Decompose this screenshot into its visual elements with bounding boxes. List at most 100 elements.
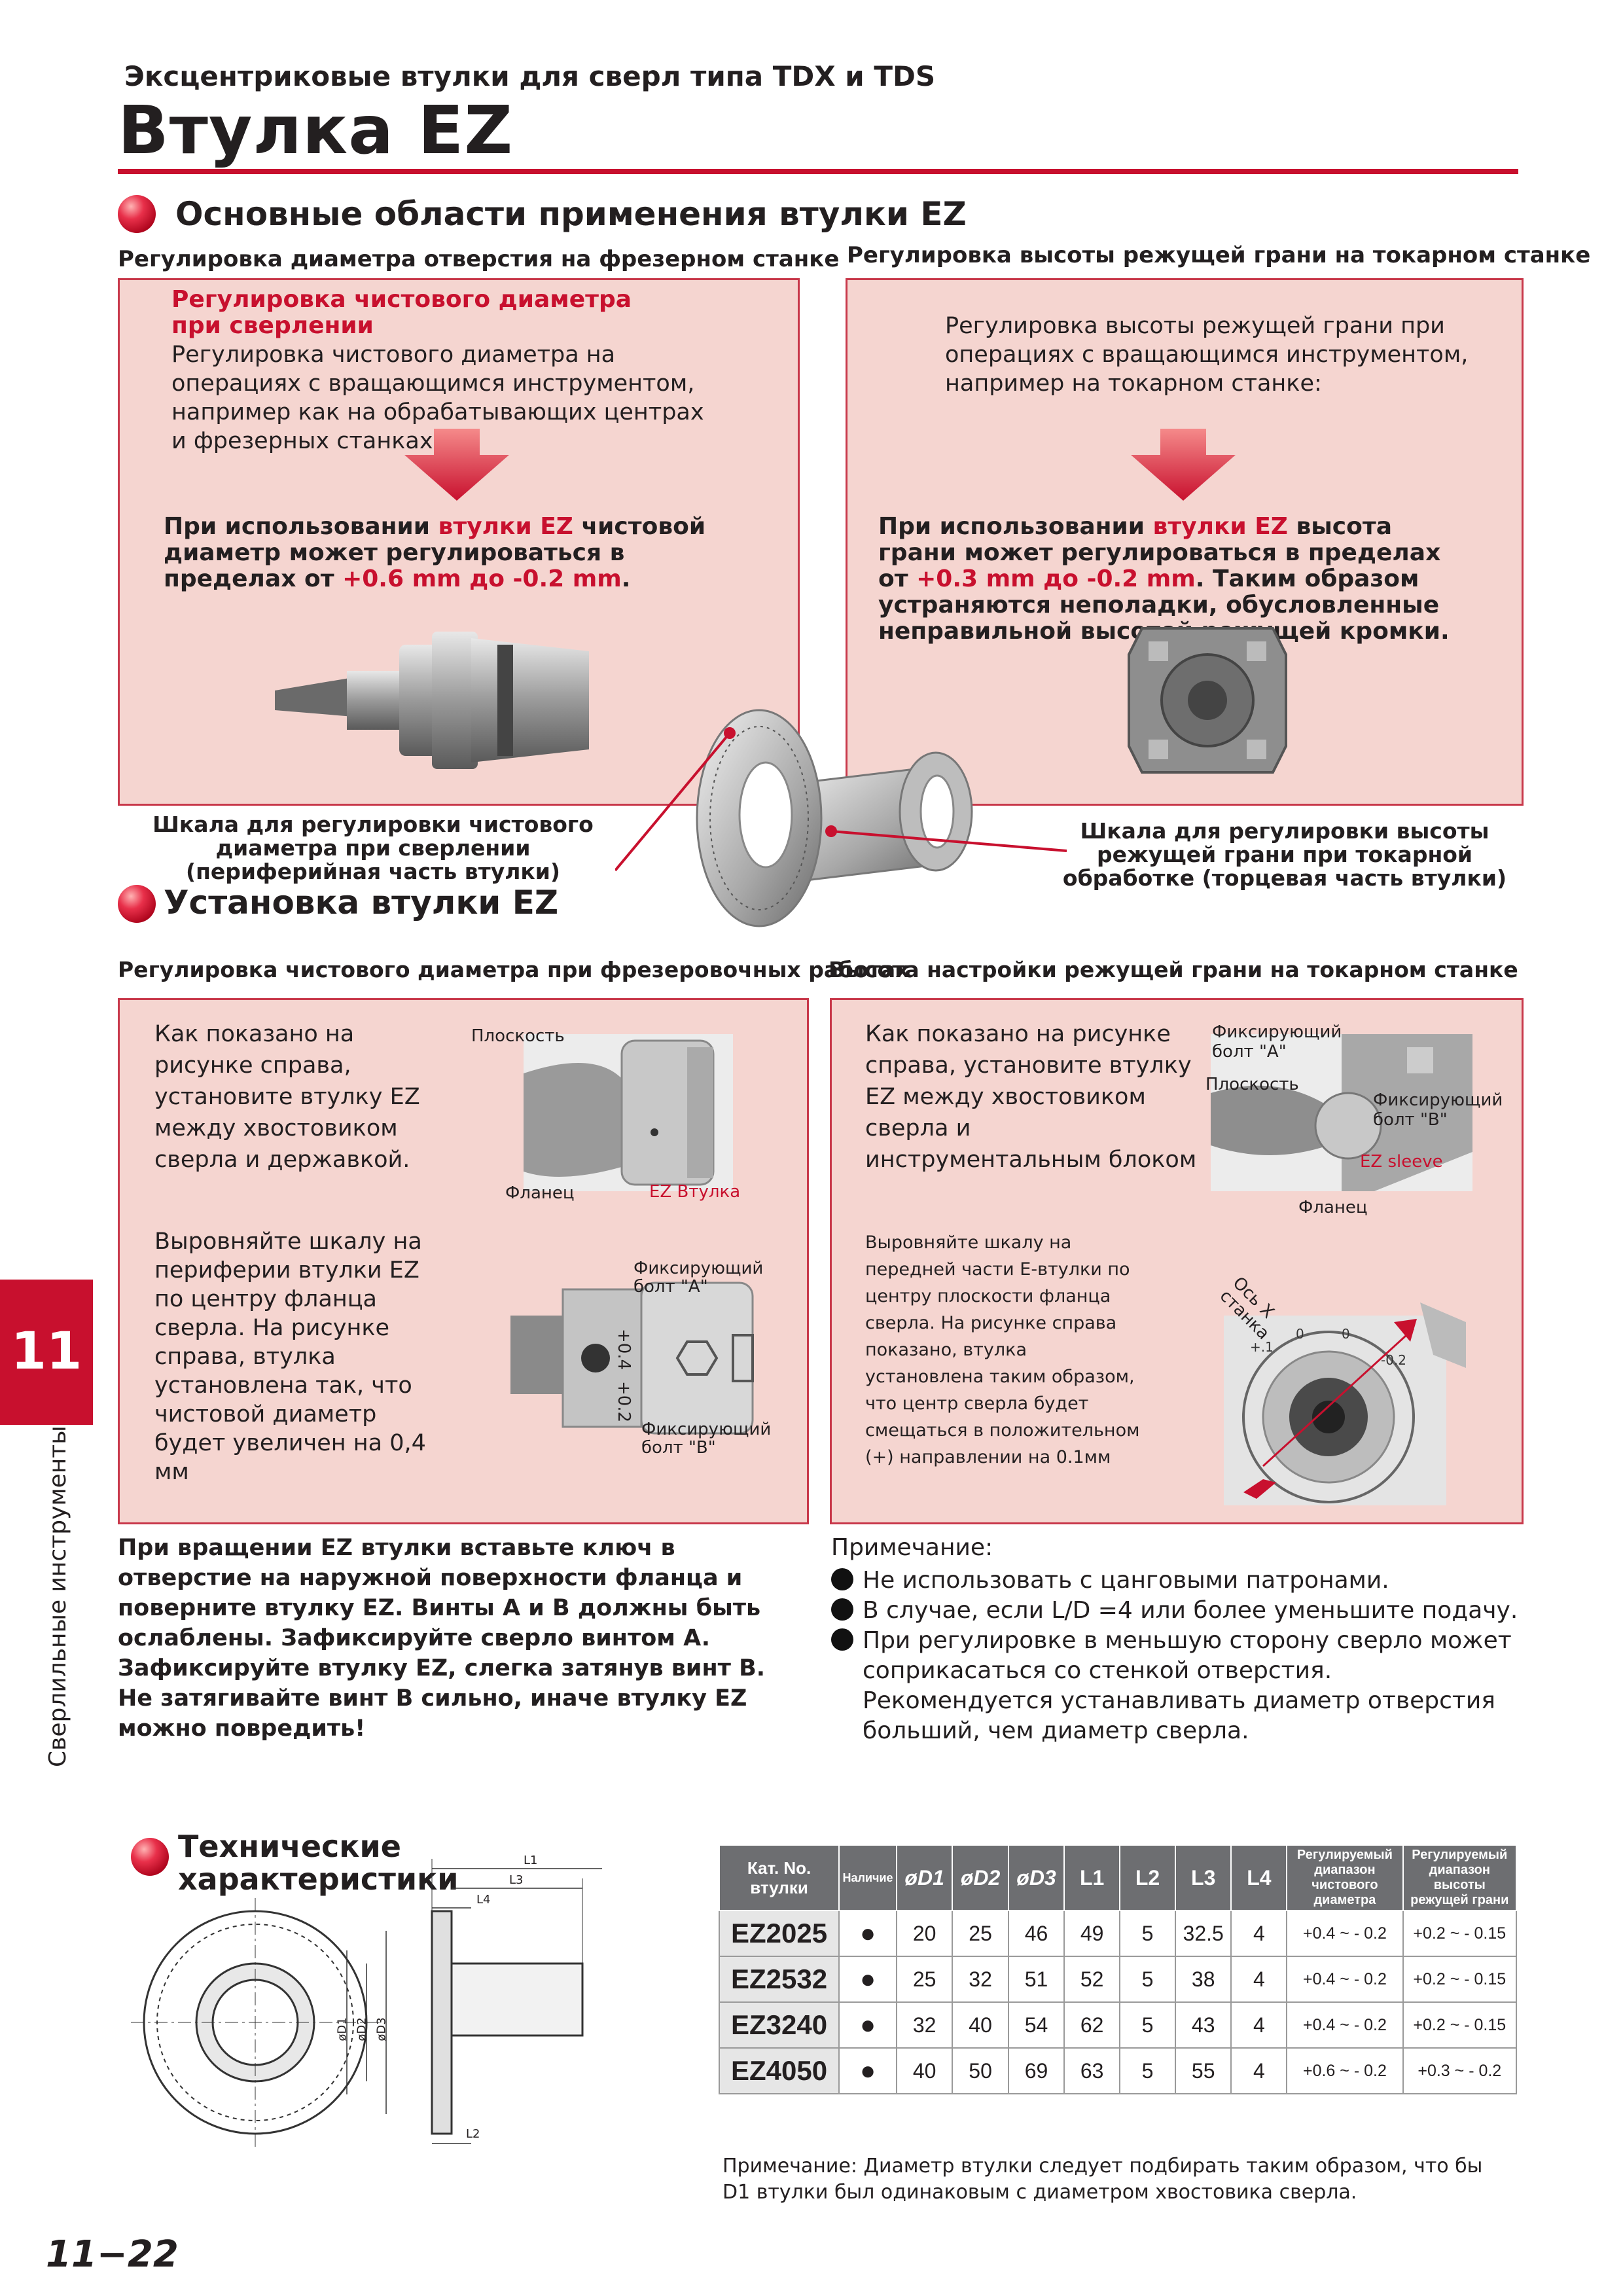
note-item: Не использовать с цанговыми патронами.	[831, 1566, 1518, 1596]
left-result-text: При использовании втулки EZ чистовой диа…	[164, 513, 706, 592]
page-number: 11−22	[46, 2233, 179, 2276]
col-header: øD1	[895, 1844, 954, 1911]
install-instructions: При вращении EZ втулки вставьте ключ в о…	[118, 1535, 766, 1742]
section-bullet-icon	[118, 195, 156, 233]
label-bolt-a: Фиксирующий болт "A"	[633, 1259, 764, 1297]
scale-left-caption: Шкала для регулировки чистового диаметра…	[152, 812, 594, 884]
title-rule	[118, 169, 1518, 174]
sleeve-scale-illustration	[510, 1282, 754, 1435]
table-cell: 62	[1063, 2001, 1121, 2049]
table-cell: 25	[895, 1956, 954, 2003]
table-cell: +0.2 ~ - 0.15	[1402, 1956, 1518, 2003]
col-header: L1	[1063, 1844, 1121, 1911]
table-cell: 55	[1174, 2047, 1232, 2094]
table-cell: 5	[1119, 1956, 1176, 2003]
col-header: Кат. No. втулки	[718, 1844, 840, 1911]
dim-l4: L4	[476, 1893, 491, 1907]
table-cell: +0.2 ~ - 0.15	[1402, 1910, 1518, 1957]
table-cell: 40	[895, 2047, 954, 2094]
table-cell: 32.5	[1174, 1910, 1232, 1957]
label-flat: Плоскость	[471, 1026, 565, 1046]
table-note-label: Примечание:	[722, 2155, 857, 2178]
table-cell: 25	[952, 1910, 1009, 1957]
table-cell: 51	[1007, 1956, 1065, 2003]
install-right-text1: Как показано на рисунке справа, установи…	[865, 1021, 1197, 1173]
table-cell: 32	[952, 1956, 1009, 2003]
col-header: øD2	[952, 1844, 1009, 1911]
right-box-text: Регулировка высоты режущей грани при опе…	[945, 313, 1469, 397]
dim-l1: L1	[524, 1854, 538, 1867]
sleeve-flat-illustration	[524, 1034, 733, 1191]
label-flange-right: Фланец	[1298, 1198, 1368, 1217]
chapter-tab	[0, 1280, 93, 1425]
spec-table: Кат. No. втулки Наличие øD1 øD2 øD3 L1 L…	[718, 1844, 1518, 2094]
table-cell: 52	[1063, 1956, 1121, 2003]
note-item: В случае, если L/D =4 или более уменьшит…	[831, 1596, 1518, 1626]
label-ez-sleeve: EZ Втулка	[649, 1182, 741, 1202]
page-subtitle: Эксцентриковые втулки для сверл типа TDX…	[124, 60, 936, 92]
table-cell: 38	[1174, 1956, 1232, 2003]
svg-text:-0.2: -0.2	[1381, 1352, 1406, 1368]
table-cell: 4	[1230, 2047, 1288, 2094]
table-cell: 32	[895, 2001, 954, 2049]
section2-right-heading: Высота настройки режущей грани на токарн…	[829, 957, 1518, 982]
table-note-text: Диаметр втулки следует подбирать таким о…	[722, 2155, 1483, 2204]
table-cell: 50	[952, 2047, 1009, 2094]
bullet-icon	[831, 1598, 853, 1621]
dim-d1: øD1	[335, 2017, 349, 2041]
svg-text:0: 0	[1296, 1326, 1304, 1342]
section1-left-heading: Регулировка диаметра отверстия на фрезер…	[118, 246, 840, 272]
section-bullet-icon	[118, 885, 156, 923]
table-cell: +0.4 ~ - 0.2	[1286, 1910, 1404, 1957]
table-cell: 5	[1119, 1910, 1176, 1957]
left-red-title: Регулировка чистового диаметра при сверл…	[171, 286, 632, 339]
install-left-text1: Как показано на рисунке справа, установи…	[154, 1021, 420, 1173]
ez-sleeve-illustration	[696, 709, 973, 927]
svg-text:0: 0	[1342, 1326, 1350, 1342]
col-header: Регулируемый диапазон чистового диаметра	[1286, 1844, 1404, 1911]
table-cell-code: EZ2532	[718, 1956, 840, 2003]
dial-scale-illustration: +.1 0 0 -0.2	[1224, 1302, 1466, 1505]
col-header: L3	[1174, 1844, 1232, 1911]
table-row: EZ4050 ● 40 50 69 63 5 55 4 +0.6 ~ - 0.2…	[718, 2047, 1518, 2094]
down-arrow-icon	[1131, 429, 1236, 501]
col-header: øD3	[1007, 1844, 1065, 1911]
table-row: EZ2532 ● 25 32 51 52 5 38 4 +0.4 ~ - 0.2…	[718, 1956, 1518, 2003]
turret-block-illustration	[1128, 627, 1287, 774]
availability-dot: ●	[838, 1956, 897, 2003]
chapter-number: 11	[10, 1322, 82, 1381]
table-cell: 49	[1063, 1910, 1121, 1957]
tool-holder-illustration	[275, 632, 589, 769]
left-box-text: Регулировка чистового диаметра на операц…	[171, 342, 704, 454]
table-cell: 63	[1063, 2047, 1121, 2094]
table-cell: +0.6 ~ - 0.2	[1286, 2047, 1404, 2094]
table-cell: 43	[1174, 2001, 1232, 2049]
table-cell: 46	[1007, 1910, 1065, 1957]
col-header: Наличие	[838, 1844, 897, 1911]
label-bolt-b-right: Фиксирующий болт "B"	[1373, 1090, 1503, 1130]
down-arrow-icon	[404, 429, 509, 501]
table-header-row: Кат. No. втулки Наличие øD1 øD2 øD3 L1 L…	[718, 1844, 1518, 1911]
table-cell-code: EZ3240	[718, 2001, 840, 2049]
dim-l3: L3	[509, 1873, 524, 1887]
install-right-text2: Выровняйте шкалу на передней части E-вту…	[865, 1232, 1140, 1467]
dim-d2: øD2	[355, 2017, 369, 2041]
table-row: EZ2025 ● 20 25 46 49 5 32.5 4 +0.4 ~ - 0…	[718, 1910, 1518, 1957]
bullet-icon	[831, 1568, 853, 1590]
label-bolt-a-right: Фиксирующий болт "A"	[1212, 1022, 1342, 1062]
pointer-lines	[615, 727, 1067, 872]
technical-drawing	[131, 1859, 602, 2147]
label-ez-sleeve-right: EZ sleeve	[1360, 1152, 1443, 1172]
table-cell: 5	[1119, 2047, 1176, 2094]
table-cell-code: EZ2025	[718, 1910, 840, 1957]
table-cell: 69	[1007, 2047, 1065, 2094]
table-cell: +0.3 ~ - 0.2	[1402, 2047, 1518, 2094]
scale-value-2: +0.2	[614, 1381, 633, 1423]
table-cell: 4	[1230, 1910, 1288, 1957]
section2-left-heading: Регулировка чистового диаметра при фрезе…	[118, 957, 910, 982]
note-item: При регулировке в меньшую сторону сверло…	[831, 1626, 1518, 1746]
label-bolt-b: Фиксирующий болт "B"	[641, 1420, 772, 1458]
table-cell-code: EZ4050	[718, 2047, 840, 2094]
table-row: EZ3240 ● 32 40 54 62 5 43 4 +0.4 ~ - 0.2…	[718, 2001, 1518, 2049]
table-cell: 54	[1007, 2001, 1065, 2049]
